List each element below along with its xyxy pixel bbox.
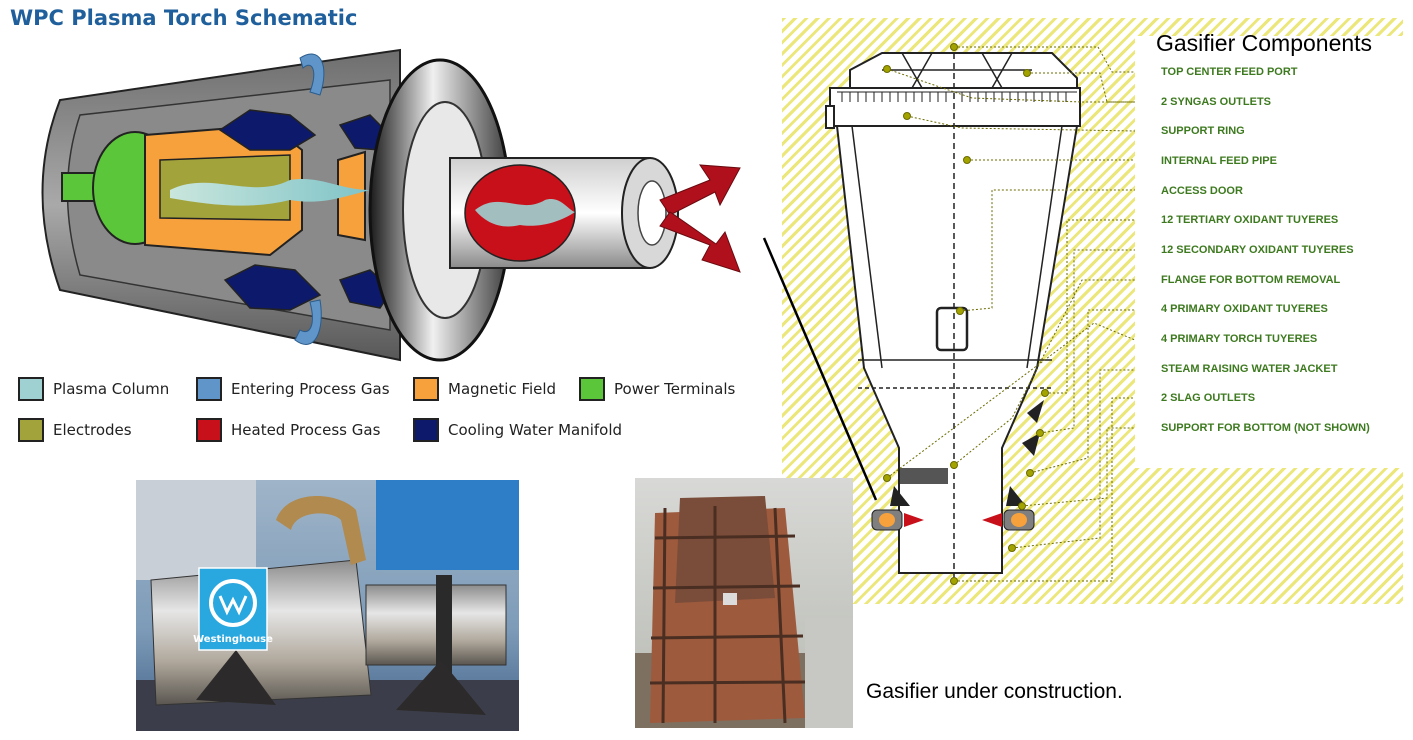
components-panel xyxy=(1135,36,1403,468)
legend-item-magnetic-field: Magnetic Field xyxy=(413,376,556,402)
legend-label: Magnetic Field xyxy=(448,380,557,398)
legend-item-electrodes: Electrodes xyxy=(18,417,132,443)
component-label: 12 TERTIARY OXIDANT TUYERES xyxy=(1161,214,1339,226)
legend-item-entering-process-gas: Entering Process Gas xyxy=(196,376,390,402)
legend-label: Entering Process Gas xyxy=(231,380,390,398)
construction-caption: Gasifier under construction. xyxy=(866,680,1123,703)
gasifier-drawing xyxy=(825,43,1136,585)
plasma-torch-cutaway xyxy=(41,48,741,362)
legend-swatch xyxy=(196,377,222,401)
legend-swatch xyxy=(579,377,605,401)
legend-swatch xyxy=(196,418,222,442)
component-label: 4 PRIMARY TORCH TUYERES xyxy=(1161,333,1318,345)
legend-label: Electrodes xyxy=(53,421,132,439)
legend-swatch xyxy=(18,377,44,401)
component-label: 2 SLAG OUTLETS xyxy=(1161,392,1256,404)
legend-swatch xyxy=(413,377,439,401)
component-label: ACCESS DOOR xyxy=(1161,185,1243,197)
westinghouse-torch-photo: Westinghouse xyxy=(136,480,519,731)
component-label: 12 SECONDARY OXIDANT TUYERES xyxy=(1161,244,1354,256)
page-title: WPC Plasma Torch Schematic xyxy=(10,6,358,30)
legend-label: Power Terminals xyxy=(614,380,736,398)
legend-label: Cooling Water Manifold xyxy=(448,421,623,439)
legend-item-power-terminals: Power Terminals xyxy=(579,376,735,402)
legend-item-heated-process-gas: Heated Process Gas xyxy=(196,417,380,443)
legend-item-plasma-column: Plasma Column xyxy=(18,376,169,402)
torch-legend: Plasma Column Entering Process Gas Magne… xyxy=(18,372,758,452)
component-label: FLANGE FOR BOTTOM REMOVAL xyxy=(1161,274,1341,286)
component-label: SUPPORT FOR BOTTOM (NOT SHOWN) xyxy=(1161,422,1370,434)
legend-swatch xyxy=(413,418,439,442)
component-label: TOP CENTER FEED PORT xyxy=(1161,66,1298,78)
component-label: SUPPORT RING xyxy=(1161,125,1245,137)
component-label: STEAM RAISING WATER JACKET xyxy=(1161,363,1338,375)
component-label: 2 SYNGAS OUTLETS xyxy=(1161,96,1272,108)
legend-label: Plasma Column xyxy=(53,380,170,398)
component-label: 4 PRIMARY OXIDANT TUYERES xyxy=(1161,303,1328,315)
gasifier-construction-photo xyxy=(635,478,853,728)
components-title: Gasifier Components xyxy=(1156,30,1373,56)
legend-swatch xyxy=(18,418,44,442)
legend-item-cooling-water-manifold: Cooling Water Manifold xyxy=(413,417,622,443)
component-label: INTERNAL FEED PIPE xyxy=(1161,155,1277,167)
legend-label: Heated Process Gas xyxy=(231,421,381,439)
photo-logo: Westinghouse xyxy=(193,634,273,645)
